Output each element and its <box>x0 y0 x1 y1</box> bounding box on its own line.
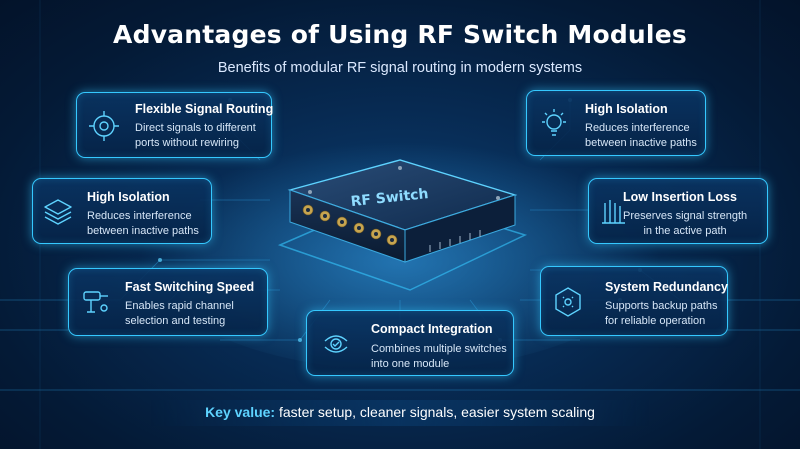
card-high-isolation-right: High Isolation Reduces interference betw… <box>526 90 706 156</box>
rf-switch-device: RF Switch <box>277 159 528 291</box>
card-fast-switching-speed: Fast Switching Speed Enables rapid chann… <box>68 268 268 336</box>
key-value-footer: Key value: faster setup, cleaner signals… <box>0 404 800 420</box>
page-subtitle: Benefits of modular RF signal routing in… <box>217 60 583 76</box>
card-title: System Redundancy <box>605 280 728 294</box>
circuit-target-icon <box>89 111 119 141</box>
card-title: Fast Switching Speed <box>125 280 255 294</box>
card-compact-integration: Compact Integration Combines multiple sw… <box>306 310 514 376</box>
card-title: Compact Integration <box>371 322 493 336</box>
card-description: Direct signals to different ports withou… <box>135 122 256 149</box>
card-high-isolation-left: High Isolation Reduces interference betw… <box>32 178 212 244</box>
card-flexible-signal-routing: Flexible Signal Routing Direct signals t… <box>76 92 274 158</box>
card-description: Supports backup paths for reliable opera… <box>605 300 718 327</box>
footer-highlight-bar <box>150 400 650 426</box>
card-low-insertion-loss: Low Insertion Loss Preserves signal stre… <box>588 178 768 244</box>
footer-key-text: faster setup, cleaner signals, easier sy… <box>275 404 595 420</box>
card-description: Preserves signal strength in the active … <box>623 210 748 237</box>
card-system-redundancy: System Redundancy Supports backup paths … <box>540 266 728 336</box>
layers-icon <box>44 199 72 225</box>
footer-key-label: Key value: <box>205 404 276 420</box>
card-title: Flexible Signal Routing <box>135 102 274 116</box>
signal-bars-icon <box>602 200 625 224</box>
card-description: Enables rapid channel selection and test… <box>125 300 234 327</box>
card-title: High Isolation <box>87 190 170 204</box>
card-description: Combines multiple switches into one modu… <box>371 343 507 370</box>
card-title: Low Insertion Loss <box>623 190 737 204</box>
card-title: High Isolation <box>585 102 668 116</box>
lightbulb-icon <box>542 109 566 136</box>
switch-tool-icon <box>83 291 108 313</box>
shield-hex-icon <box>555 287 581 317</box>
compact-chip-icon <box>324 335 348 353</box>
page-title: Advantages of Using RF Switch Modules <box>113 20 687 49</box>
card-description: Reduces interference between inactive pa… <box>585 122 697 149</box>
card-description: Reduces interference between inactive pa… <box>87 210 199 237</box>
